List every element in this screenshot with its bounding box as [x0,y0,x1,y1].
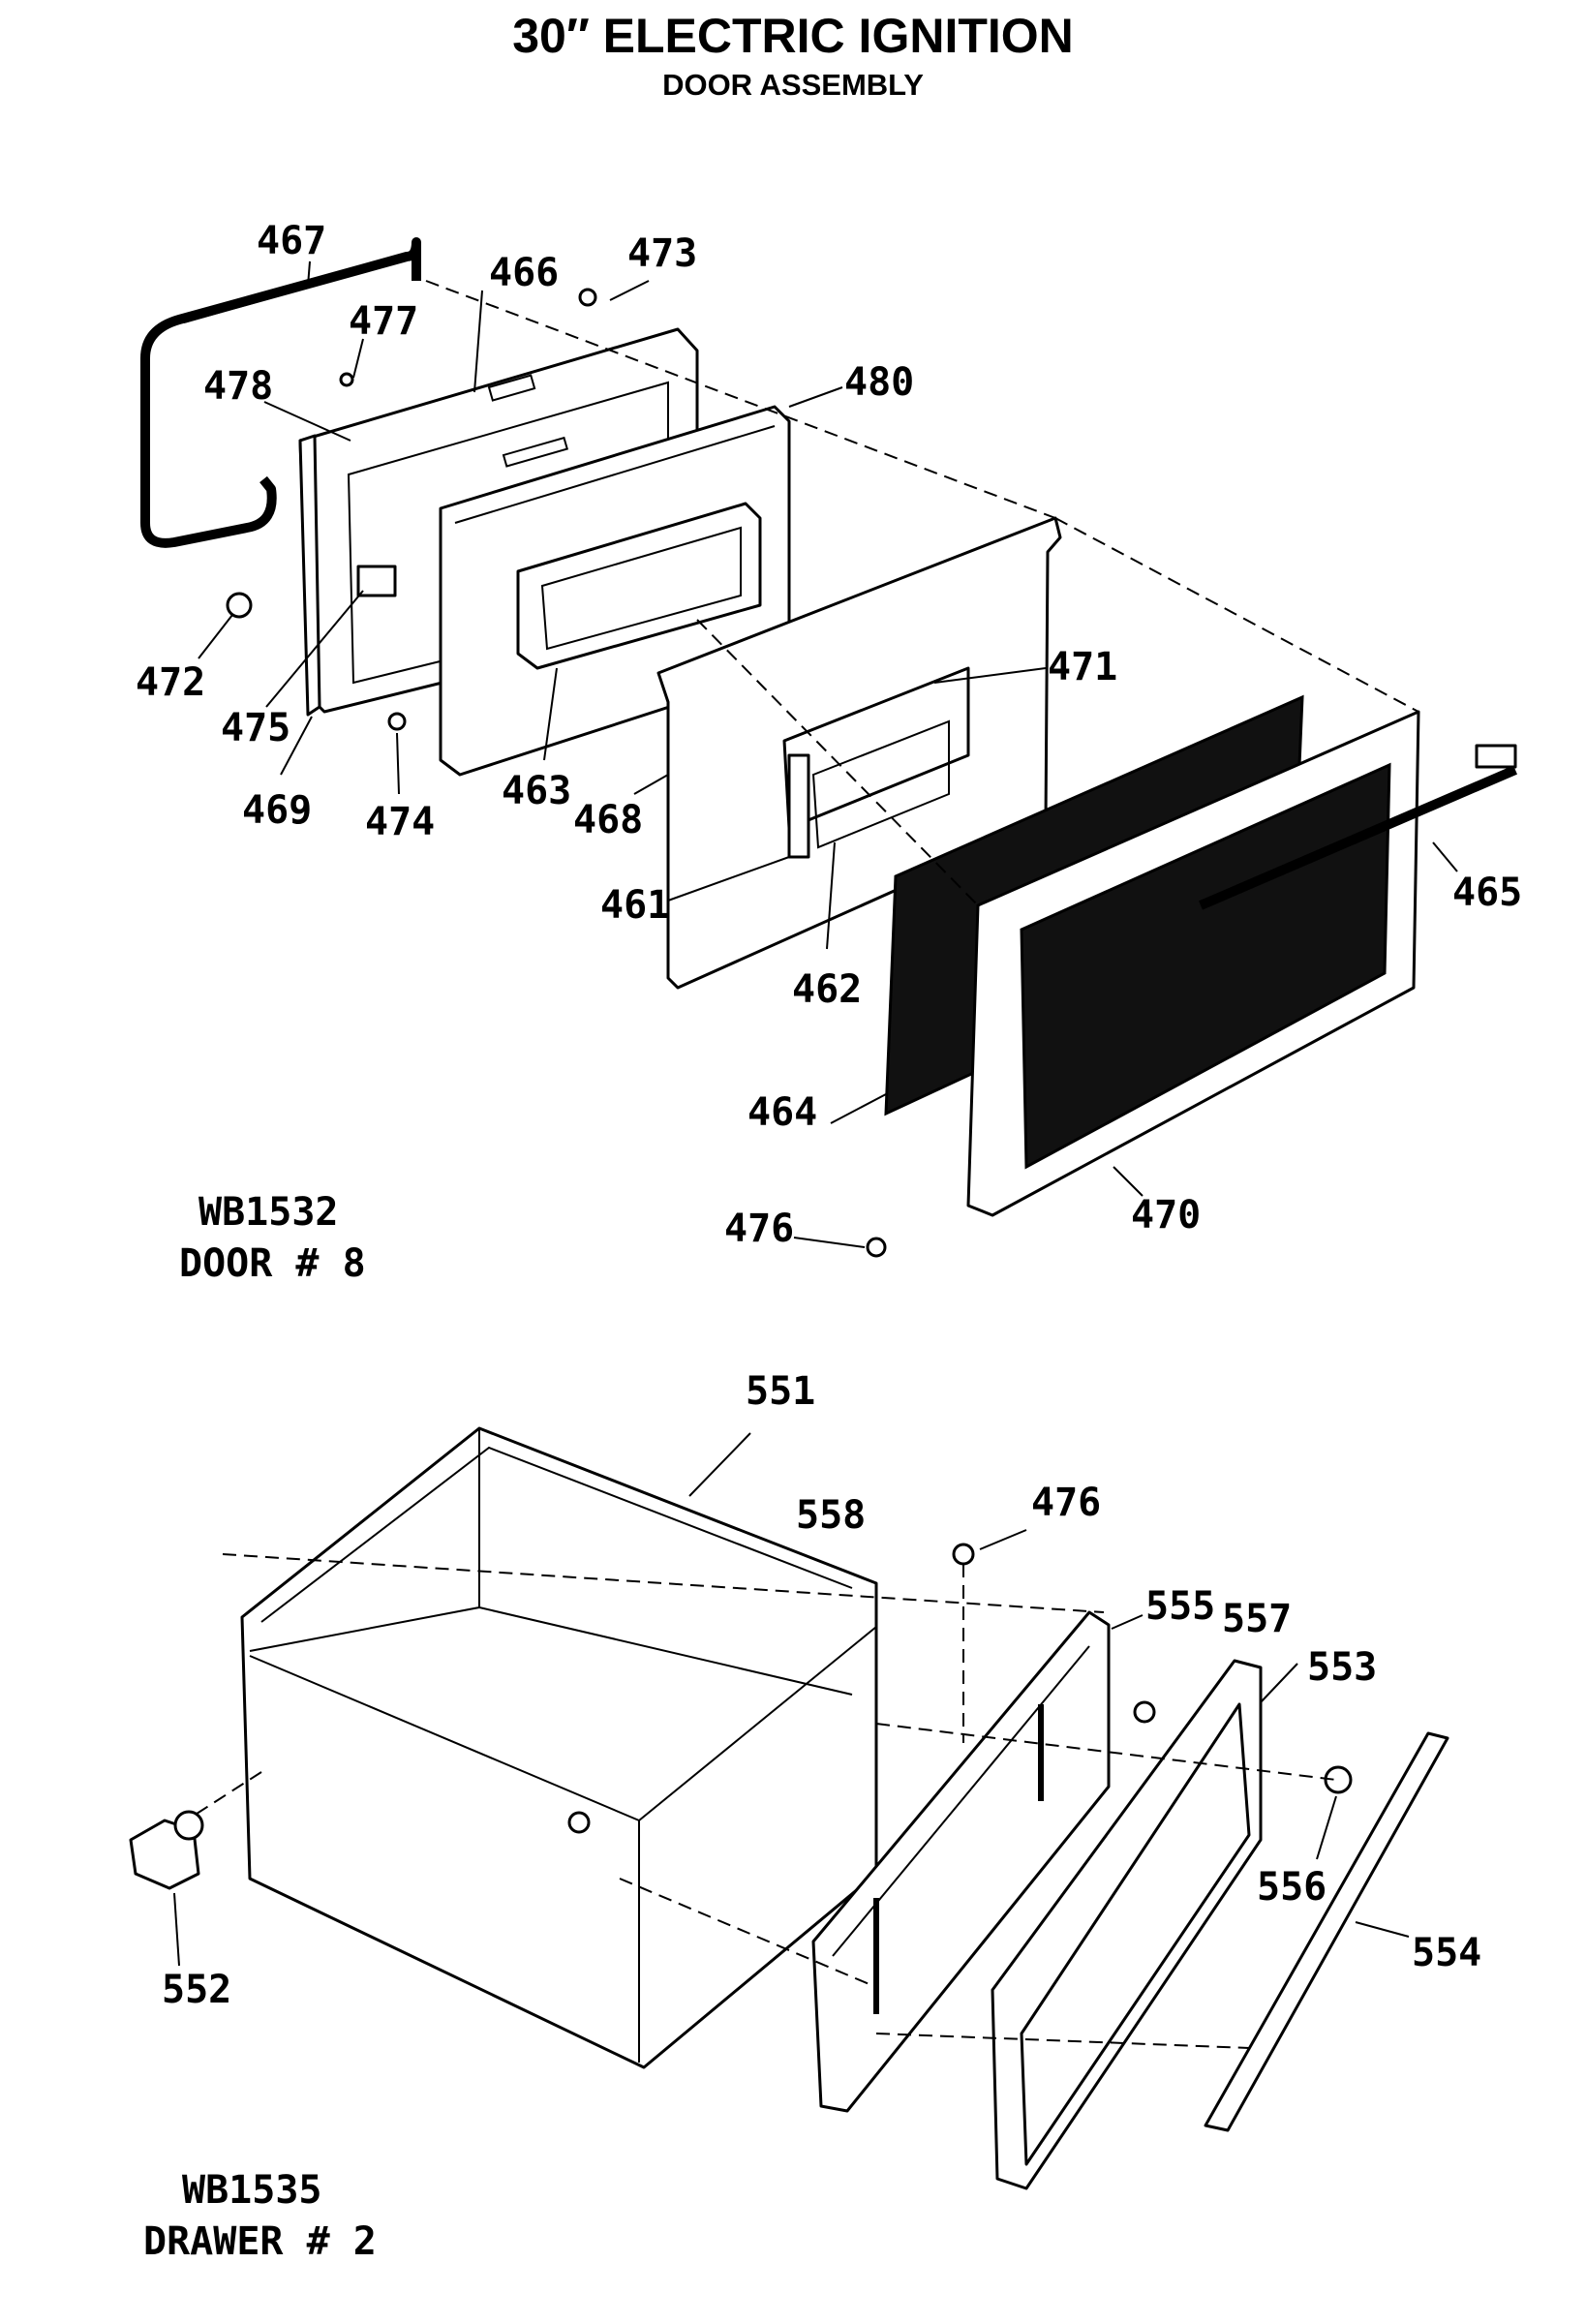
drawer-assembly: 551 558 476 555 557 553 552 556 554 WB15… [129,1369,1481,2264]
label-470: 470 [1131,1193,1201,1238]
page-subtitle: DOOR ASSEMBLY [662,68,924,102]
door-assembly: 467 466 473 477 478 480 472 475 469 474 … [136,219,1522,1286]
drawer-model-name: DRAWER # 2 [143,2219,377,2264]
label-473: 473 [627,231,697,276]
part-476-screw [866,1237,887,1258]
label-464: 464 [747,1090,817,1135]
label-555: 555 [1145,1584,1215,1629]
page-title: 30″ ELECTRIC IGNITION [512,9,1074,63]
label-480: 480 [844,360,914,405]
part-463-window-pack [516,502,762,670]
part-476-drawer-screw [952,1543,975,1566]
part-461-clip [787,753,810,859]
part-465-handle-rod [1199,765,1517,910]
label-478: 478 [203,364,273,409]
drawer-model-number: WB1535 [182,2168,322,2213]
door-model-name: DOOR # 8 [179,1241,366,1286]
label-461: 461 [600,883,670,928]
label-474: 474 [365,800,435,844]
label-476-drawer: 476 [1031,1481,1101,1525]
part-477-screw [339,372,354,387]
label-469: 469 [242,788,312,833]
label-462: 462 [792,967,862,1012]
part-556-bumper [1324,1765,1353,1794]
label-475: 475 [221,706,290,750]
label-467: 467 [257,219,326,263]
label-551: 551 [746,1369,815,1414]
label-477: 477 [349,299,418,344]
part-554-drawer-handle [1204,1731,1449,2132]
part-475-hinge [356,565,397,597]
label-556: 556 [1257,1865,1327,1910]
label-476-door: 476 [724,1207,794,1251]
part-467-door-gasket [140,237,421,548]
part-471-window-frame [782,666,970,830]
part-555-drawer-inner-panel [811,1610,1111,2113]
part-474-screw [387,712,407,731]
part-469-door-side-trim [298,434,321,717]
part-473-screw [578,288,597,307]
label-553: 553 [1307,1645,1377,1690]
label-554: 554 [1412,1931,1481,1975]
part-472-bumper [226,592,253,619]
label-557: 557 [1222,1597,1292,1641]
label-471: 471 [1048,645,1117,689]
label-552: 552 [162,1968,231,2012]
label-466: 466 [489,251,559,295]
label-558: 558 [796,1493,866,1538]
part-553-drawer-front-panel [1020,1702,1251,2166]
part-551-drawer-body [240,1426,878,2069]
label-465: 465 [1452,871,1522,915]
label-463: 463 [502,769,571,813]
label-472: 472 [136,660,205,705]
door-model-number: WB1532 [198,1190,339,1235]
label-468: 468 [573,798,643,842]
